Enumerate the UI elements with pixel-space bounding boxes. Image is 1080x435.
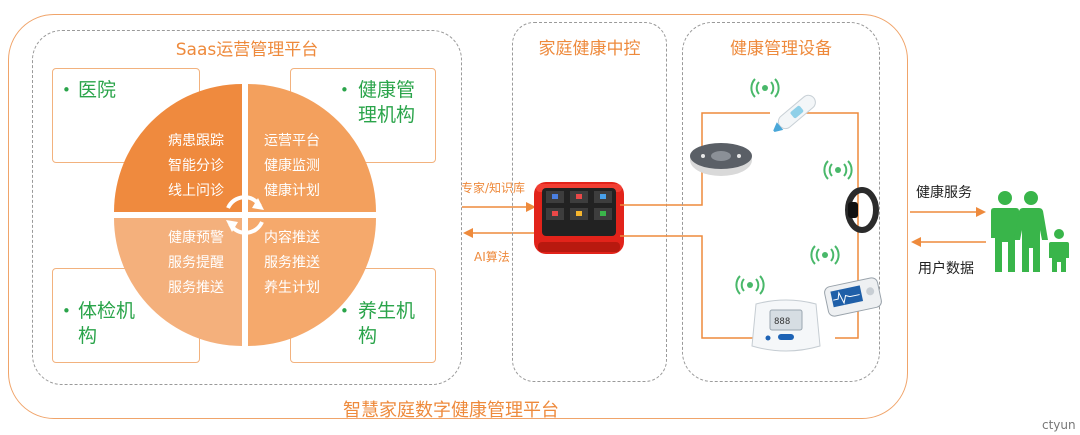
quad-bl-item-3: 服务推送 xyxy=(168,280,224,296)
health-management-org-label: 健康管 理机构 xyxy=(358,79,416,126)
quadrant-bottom-left xyxy=(114,218,242,346)
blood-pressure-monitor-device-icon: 888 xyxy=(751,299,821,352)
quad-br-item-3: 养生计划 xyxy=(264,280,320,296)
health-devices-title: 健康管理设备 xyxy=(730,39,832,59)
service-circle xyxy=(114,84,376,346)
user-data-arrows xyxy=(910,207,986,247)
family-health-hub-title: 家庭健康中控 xyxy=(538,39,641,59)
quadrant-top-left xyxy=(114,84,242,212)
user-data-arrow-head xyxy=(911,237,921,247)
quad-tl-item-3: 线上问诊 xyxy=(168,183,224,199)
quad-bl-item-2: 服务提醒 xyxy=(168,255,224,271)
quad-tl-item-1: 病患跟踪 xyxy=(168,133,224,149)
hub-to-lower-devices-line xyxy=(620,235,780,339)
quad-br-item-1: 内容推送 xyxy=(264,230,320,246)
saas-platform-panel xyxy=(32,30,462,385)
ai-arrow-head xyxy=(463,228,473,238)
wifi-signal-icon xyxy=(750,78,780,98)
wellness-org-label: 养生机 构 xyxy=(358,300,416,347)
family-health-hub-panel xyxy=(512,22,667,382)
fitness-band-device-icon xyxy=(845,187,879,233)
saas-hub-arrows xyxy=(462,202,538,238)
wifi-signal-icon xyxy=(735,275,765,295)
knowledge-base-label: 专家/知识库 xyxy=(461,181,526,195)
smart-speaker-device-icon xyxy=(690,143,752,176)
family-icon xyxy=(991,191,1069,272)
quadrant-top-right xyxy=(248,84,376,212)
ecg-monitor-device-icon xyxy=(824,277,882,317)
health-service-arrow-head xyxy=(976,207,986,217)
health-service-label: 健康服务 xyxy=(916,185,972,201)
wellness-org-bullet: • xyxy=(340,302,349,320)
ai-algorithm-label: AI算法 xyxy=(474,250,510,264)
brand-watermark: ctyun xyxy=(1042,418,1076,432)
user-data-label: 用户数据 xyxy=(918,261,974,277)
quad-tl-item-2: 智能分诊 xyxy=(168,158,224,174)
quad-tr-item-1: 运营平台 xyxy=(264,133,320,149)
svg-text:888: 888 xyxy=(774,317,790,327)
quad-tr-item-2: 健康监测 xyxy=(264,158,320,174)
physical-exam-org-label: 体检机 构 xyxy=(78,300,136,347)
quad-tr-item-3: 健康计划 xyxy=(264,183,320,199)
platform-footer-title: 智慧家庭数字健康管理平台 xyxy=(343,400,559,421)
thermometer-device-icon xyxy=(773,94,816,132)
knowledge-arrow-head xyxy=(526,202,536,212)
quad-bl-item-1: 健康预警 xyxy=(168,230,224,246)
wifi-signal-icon xyxy=(810,245,840,265)
hospital-label: 医院 xyxy=(78,79,117,101)
physical-exam-org-bullet: • xyxy=(62,302,71,320)
saas-platform-title: Saas运营管理平台 xyxy=(175,40,319,60)
health-devices-panel xyxy=(682,22,880,382)
wifi-signal-icon xyxy=(823,160,853,180)
control-hub-device-icon xyxy=(534,182,624,254)
health-management-org-bullet: • xyxy=(340,81,349,99)
quad-br-item-2: 服务推送 xyxy=(264,255,320,271)
platform-outer-frame xyxy=(8,14,908,419)
quadrant-bottom-right xyxy=(248,218,376,346)
right-device-link-line xyxy=(795,112,859,339)
hospital-bullet: • xyxy=(62,81,71,99)
